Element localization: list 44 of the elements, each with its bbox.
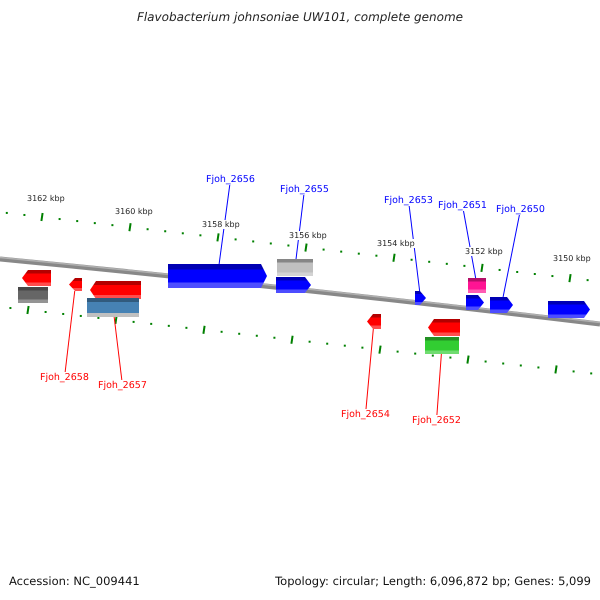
gene-label: Fjoh_2652 [412, 415, 461, 426]
scale-label: 3156 kbp [288, 231, 328, 240]
scale-label: 3154 kbp [376, 239, 416, 248]
gene-feature [276, 277, 311, 293]
leader-line [114, 316, 122, 380]
gene-feature [168, 264, 267, 288]
gene-label: Fjoh_2655 [280, 184, 329, 195]
leader-line [296, 194, 304, 260]
leader-line [436, 354, 442, 416]
gene-feature [367, 314, 381, 329]
scale-label: 3162 kbp [26, 194, 66, 203]
genome-title: Flavobacterium johnsoniae UW101, complete genome [136, 10, 464, 24]
leader-line [463, 210, 476, 278]
leader-line [408, 206, 420, 292]
gene-feature [22, 270, 51, 286]
gene-block [468, 278, 486, 293]
scale-label: 3160 kbp [114, 207, 154, 216]
gene-feature [69, 278, 82, 291]
gene-feature [415, 291, 426, 305]
gene-feature [490, 297, 513, 313]
scale-label: 3152 kbp [464, 247, 504, 256]
gene-label: Fjoh_2651 [438, 200, 487, 211]
scale-label: 3150 kbp [552, 254, 592, 263]
scale-label: 3158 kbp [201, 220, 241, 229]
leader-line [218, 184, 230, 264]
gene-label: Fjoh_2654 [341, 409, 390, 420]
gene-label: Fjoh_2657 [98, 380, 147, 391]
gene-feature [548, 301, 590, 318]
genome-info-text: Topology: circular; Length: 6,096,872 bp; Genes: 5,099 [275, 574, 591, 588]
gene-block [277, 259, 313, 276]
gene-label: Fjoh_2658 [40, 372, 89, 383]
gene-block [18, 287, 48, 303]
gene-label: Fjoh_2656 [206, 174, 255, 185]
leader-line [64, 290, 76, 372]
gene-label: Fjoh_2650 [496, 204, 545, 215]
gene-block [87, 298, 139, 317]
leader-line [502, 214, 520, 298]
gene-feature [90, 281, 141, 299]
gene-label: Fjoh_2653 [384, 195, 433, 206]
leader-line [366, 328, 374, 410]
genome-info-text: Accession: NC_009441 [9, 574, 140, 588]
gene-feature [428, 319, 460, 336]
gene-feature [466, 295, 484, 310]
gene-block [425, 337, 459, 354]
